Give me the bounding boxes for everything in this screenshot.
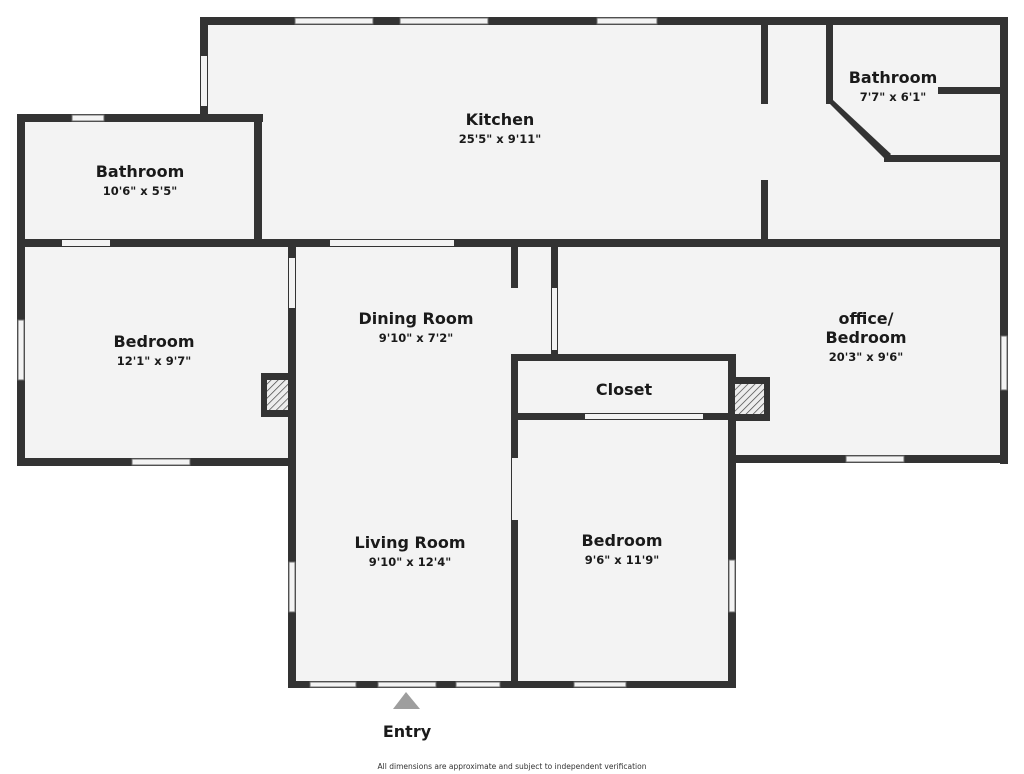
wall [826, 22, 833, 104]
floor-fills [22, 22, 1002, 684]
disclaimer-text: All dimensions are approximate and subje… [378, 762, 647, 771]
dining-annex-floor [514, 246, 556, 358]
chimney-right [728, 377, 770, 421]
kitchen-floor [205, 22, 1002, 242]
window [728, 559, 736, 613]
wall [511, 354, 736, 361]
bathroom-left-floor [22, 120, 258, 242]
entry-label: Entry [383, 722, 432, 741]
window [573, 681, 627, 688]
bedroom-left-label: Bedroom [113, 332, 194, 351]
wall [17, 114, 25, 465]
wall [761, 22, 768, 104]
window [596, 17, 658, 25]
window [17, 319, 25, 381]
window [309, 681, 357, 688]
kitchen-label: Kitchen [466, 110, 535, 129]
bathroom-left-label: Bathroom [96, 162, 185, 181]
window [399, 17, 489, 25]
door-openings [62, 56, 703, 520]
window [455, 681, 501, 688]
bedroom-center-label: Bedroom [581, 531, 662, 550]
chimney-left [261, 373, 293, 417]
door-opening [289, 258, 295, 308]
wall [17, 114, 263, 122]
door-opening [552, 288, 557, 350]
bedroom-left-dims: 12'1" x 9'7" [117, 354, 191, 368]
room-labels: Kitchen 25'5" x 9'11" Bathroom 7'7" x 6'… [96, 68, 938, 569]
bathroom-right-label: Bathroom [849, 68, 938, 87]
closet-label: Closet [596, 380, 653, 399]
door-opening [201, 56, 207, 106]
window [294, 17, 374, 25]
office-dims: 20'3" x 9'6" [829, 350, 903, 364]
dining-room-dims: 9'10" x 7'2" [379, 331, 453, 345]
door-opening [330, 240, 454, 246]
windows [17, 17, 1008, 688]
window [131, 458, 191, 466]
wall [728, 354, 736, 688]
entry-door-opening [377, 681, 437, 688]
wall [884, 155, 1002, 162]
living-room-dims: 9'10" x 12'4" [369, 555, 451, 569]
wall [511, 354, 518, 688]
window [288, 561, 296, 613]
wall [938, 87, 1002, 94]
dining-room-label: Dining Room [358, 309, 473, 328]
closet-floor [514, 358, 732, 416]
bedroom-center-dims: 9'6" x 11'9" [585, 553, 659, 567]
wall [511, 243, 518, 288]
living-room-label: Living Room [355, 533, 466, 552]
door-opening [585, 414, 703, 419]
window [1000, 335, 1008, 391]
entry-arrow-icon [393, 692, 420, 709]
bathroom-left-dims: 10'6" x 5'5" [103, 184, 177, 198]
door-opening [512, 458, 518, 520]
dining-living-floor [292, 246, 514, 684]
bedroom-center-floor [514, 416, 732, 684]
office-label-line2: Bedroom [825, 328, 906, 347]
wall [826, 100, 891, 160]
window [845, 455, 905, 463]
kitchen-dims: 25'5" x 9'11" [459, 132, 541, 146]
door-opening [62, 240, 110, 246]
wall [288, 681, 736, 688]
bathroom-right-dims: 7'7" x 6'1" [860, 90, 926, 104]
office-label-line1: office/ [838, 309, 893, 328]
wall [761, 180, 768, 244]
wall [254, 114, 262, 246]
bedroom-left-floor [22, 246, 292, 462]
window [71, 114, 105, 122]
wall [288, 243, 296, 688]
